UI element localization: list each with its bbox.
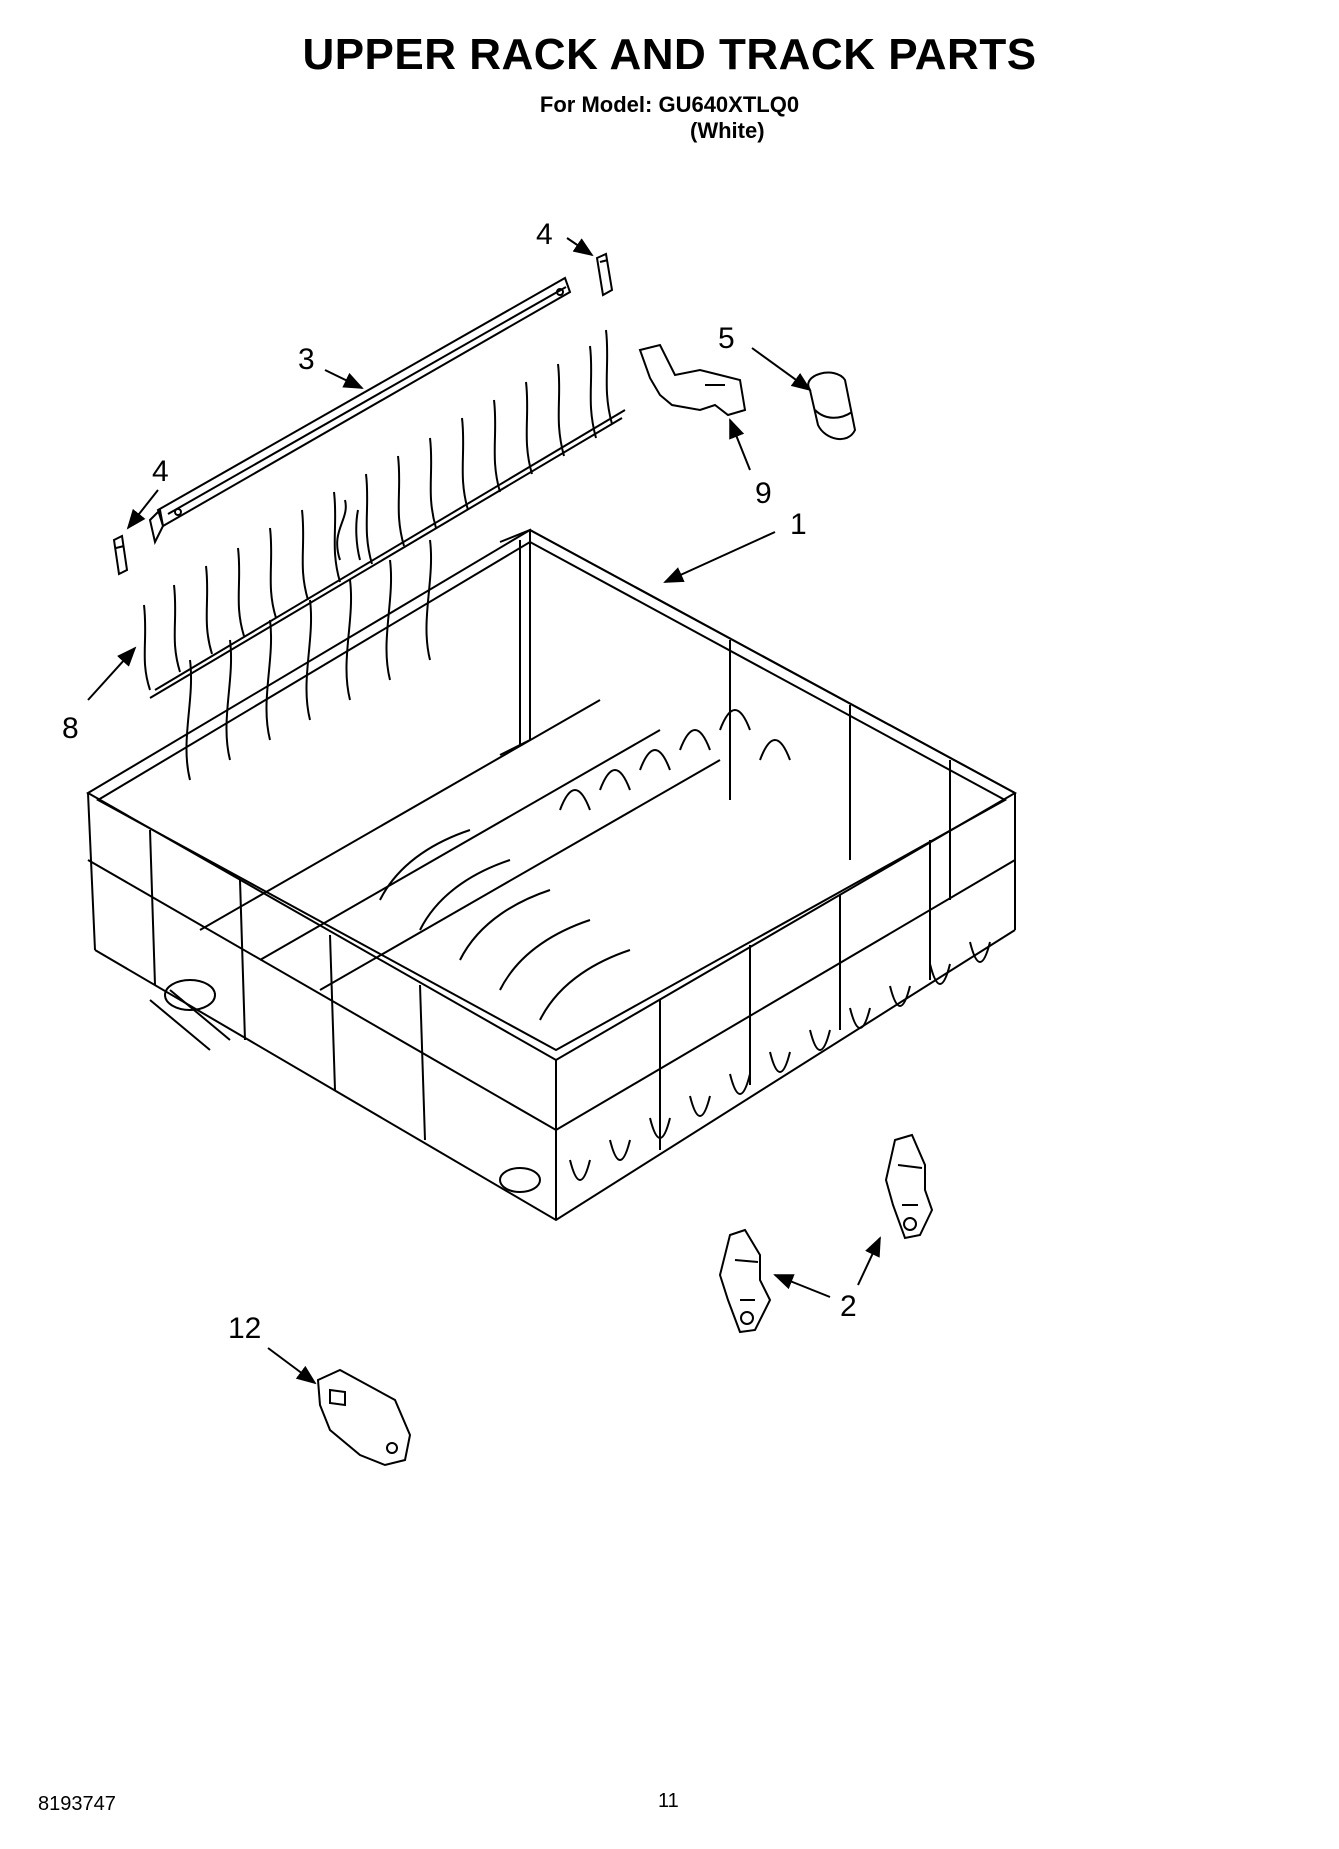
callout-9: 9 [755,477,772,510]
cup-shelf [143,329,626,699]
callout-8: 8 [62,712,79,745]
callout-4-left: 4 [152,455,169,488]
bracket [638,343,747,417]
clip-top [595,252,614,297]
page-number: 11 [658,1790,679,1812]
callout-4-top: 4 [536,218,553,251]
adjuster [316,1368,412,1467]
callout-12: 12 [228,1312,262,1345]
track-roller-right [884,1133,934,1240]
rack-basket [86,528,1018,1222]
callout-3: 3 [298,343,315,376]
diagram-title: UPPER RACK AND TRACK PARTS [302,30,1037,79]
clip-left [112,534,129,576]
rail-bar [148,276,572,545]
hose [807,371,857,440]
callout-2: 2 [840,1290,857,1323]
callout-5: 5 [718,322,735,355]
callout-1: 1 [790,508,807,541]
track-roller-left [718,1228,772,1334]
document-number: 8193747 [38,1793,116,1815]
model-line: For Model: GU640XTLQ0 [539,92,800,117]
variant-label: (White) [690,118,765,143]
